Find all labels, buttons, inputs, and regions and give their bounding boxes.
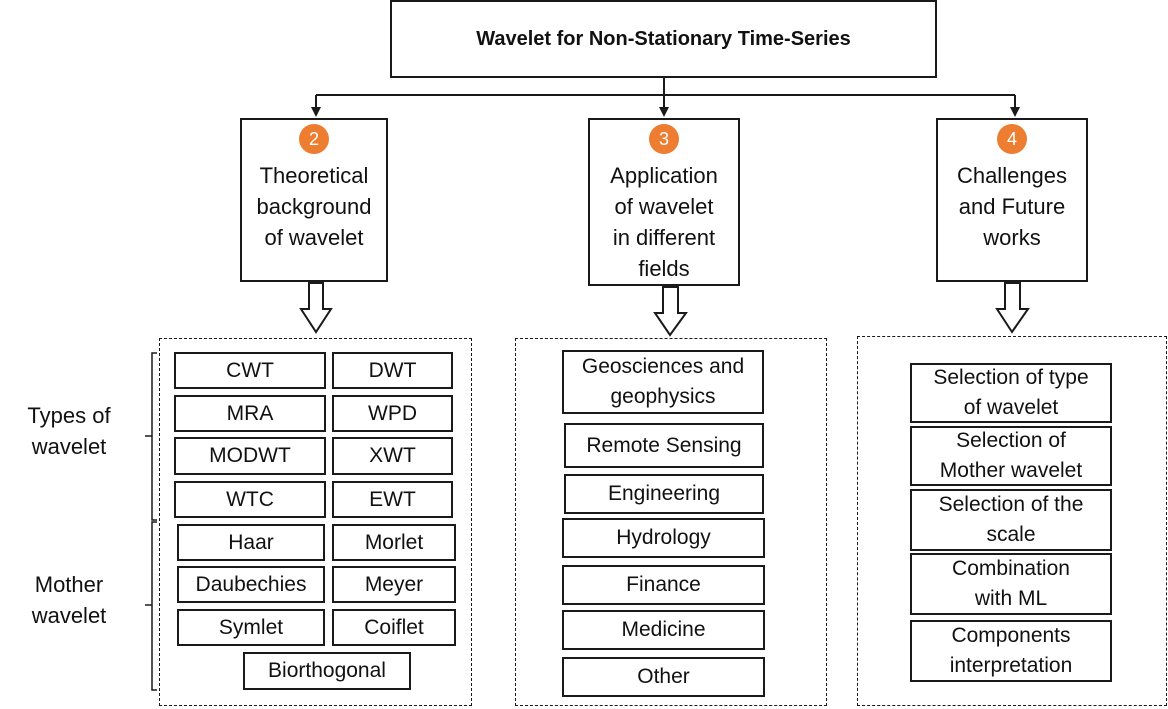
wavelet-type-box: WTC (174, 481, 326, 518)
challenge-box: Combination with ML (910, 553, 1112, 615)
wavelet-type-box: XWT (332, 437, 453, 475)
section-label: Theoretical background of wavelet (256, 163, 372, 250)
mother-wavelet-box: Morlet (332, 524, 456, 561)
wavelet-type-box: WPD (332, 395, 453, 432)
wavelet-type-box: CWT (174, 352, 326, 389)
section-number-badge: 4 (997, 124, 1027, 154)
bracket-types (151, 352, 157, 521)
section-applications: 3 Application of wavelet in different fi… (588, 118, 740, 286)
application-box: Finance (562, 565, 765, 605)
block-arrow-challenges (995, 282, 1030, 334)
application-box: Engineering (564, 474, 764, 514)
block-arrow-applications (653, 286, 688, 337)
types-of-wavelet-label: Types of wavelet (27, 403, 111, 459)
wavelet-type-box: MRA (174, 395, 326, 432)
application-box: Geosciences and geophysics (562, 350, 764, 414)
wavelet-type-box: MODWT (174, 437, 326, 475)
mother-wavelet-box: Meyer (332, 566, 456, 603)
section-challenges: 4 Challenges and Future works (936, 118, 1088, 282)
challenge-box: Components interpretation (910, 620, 1112, 682)
applications-group (515, 338, 827, 706)
section-number-badge: 2 (299, 124, 329, 154)
section-number-badge: 3 (649, 124, 679, 154)
mother-wavelet-box: Daubechies (177, 566, 325, 603)
mother-wavelet-box: Haar (177, 524, 325, 561)
bracket-mother (151, 521, 157, 691)
theory-group (159, 338, 472, 706)
application-box: Remote Sensing (564, 423, 764, 468)
block-arrow-theory (299, 282, 333, 334)
challenge-box: Selection of the scale (910, 489, 1112, 551)
section-label: Application of wavelet in different fiel… (610, 163, 718, 281)
mother-wavelet-box: Symlet (177, 609, 325, 646)
mother-wavelet-box: Coiflet (332, 609, 456, 646)
section-label: Challenges and Future works (956, 163, 1068, 250)
diagram-title: Wavelet for Non-Stationary Time-Series (390, 0, 937, 78)
mother-wavelet-label: Mother wavelet (31, 572, 107, 628)
application-box: Hydrology (562, 518, 765, 558)
challenge-box: Selection of type of wavelet (910, 363, 1112, 423)
challenges-group (857, 336, 1167, 706)
application-box: Medicine (562, 610, 765, 650)
wavelet-type-box: DWT (332, 352, 453, 389)
section-theory: 2 Theoretical background of wavelet (240, 118, 388, 282)
application-box: Other (562, 657, 765, 697)
mother-wavelet-box: Biorthogonal (243, 652, 411, 690)
challenge-box: Selection of Mother wavelet (910, 426, 1112, 486)
wavelet-type-box: EWT (332, 481, 453, 518)
